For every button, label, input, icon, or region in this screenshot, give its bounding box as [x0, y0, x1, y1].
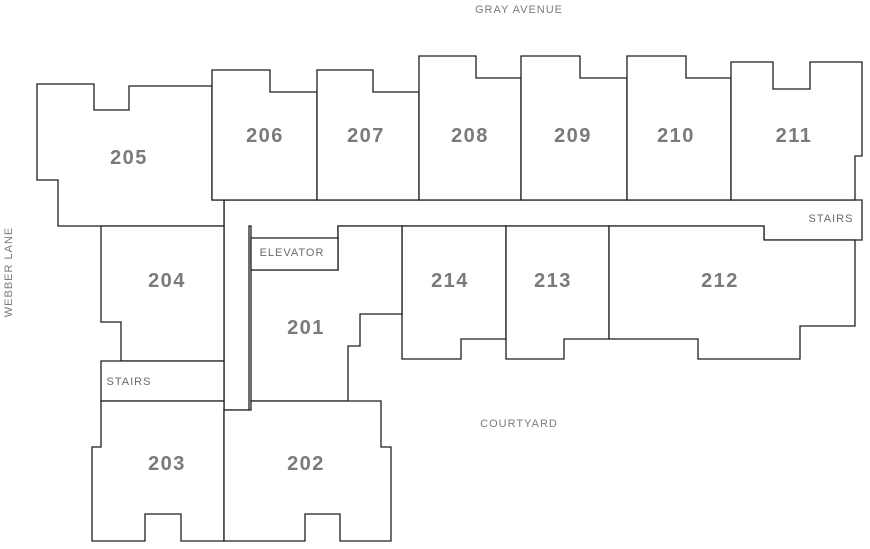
unit-label-208: 208 [451, 125, 489, 147]
stairs-label-left: STAIRS [107, 376, 152, 388]
unit-label-211: 211 [776, 125, 813, 147]
stairs-label-right: STAIRS [809, 213, 854, 225]
elevator [250, 237, 339, 271]
street-label-gray-avenue: GRAY AVENUE [475, 4, 563, 16]
unit-label-202: 202 [287, 453, 325, 475]
street-label-webber-lane: WEBBER LANE [3, 227, 15, 317]
unit-label-213: 213 [534, 270, 572, 292]
unit-label-206: 206 [246, 125, 284, 147]
unit-label-205: 205 [110, 147, 148, 169]
unit-label-207: 207 [347, 125, 385, 147]
unit-label-203: 203 [148, 453, 186, 475]
unit-213[interactable] [505, 225, 610, 360]
unit-label-204: 204 [148, 270, 186, 292]
elevator-label: ELEVATOR [260, 247, 325, 259]
unit-202[interactable] [223, 400, 392, 542]
unit-label-212: 212 [701, 270, 739, 292]
unit-214[interactable] [401, 225, 507, 360]
unit-label-214: 214 [431, 270, 469, 292]
unit-212[interactable] [608, 225, 856, 360]
unit-label-209: 209 [554, 125, 592, 147]
courtyard-label: COURTYARD [480, 418, 558, 430]
unit-211[interactable] [730, 61, 863, 201]
unit-204[interactable] [100, 225, 225, 362]
unit-label-201: 201 [287, 317, 325, 339]
unit-label-210: 210 [657, 125, 695, 147]
